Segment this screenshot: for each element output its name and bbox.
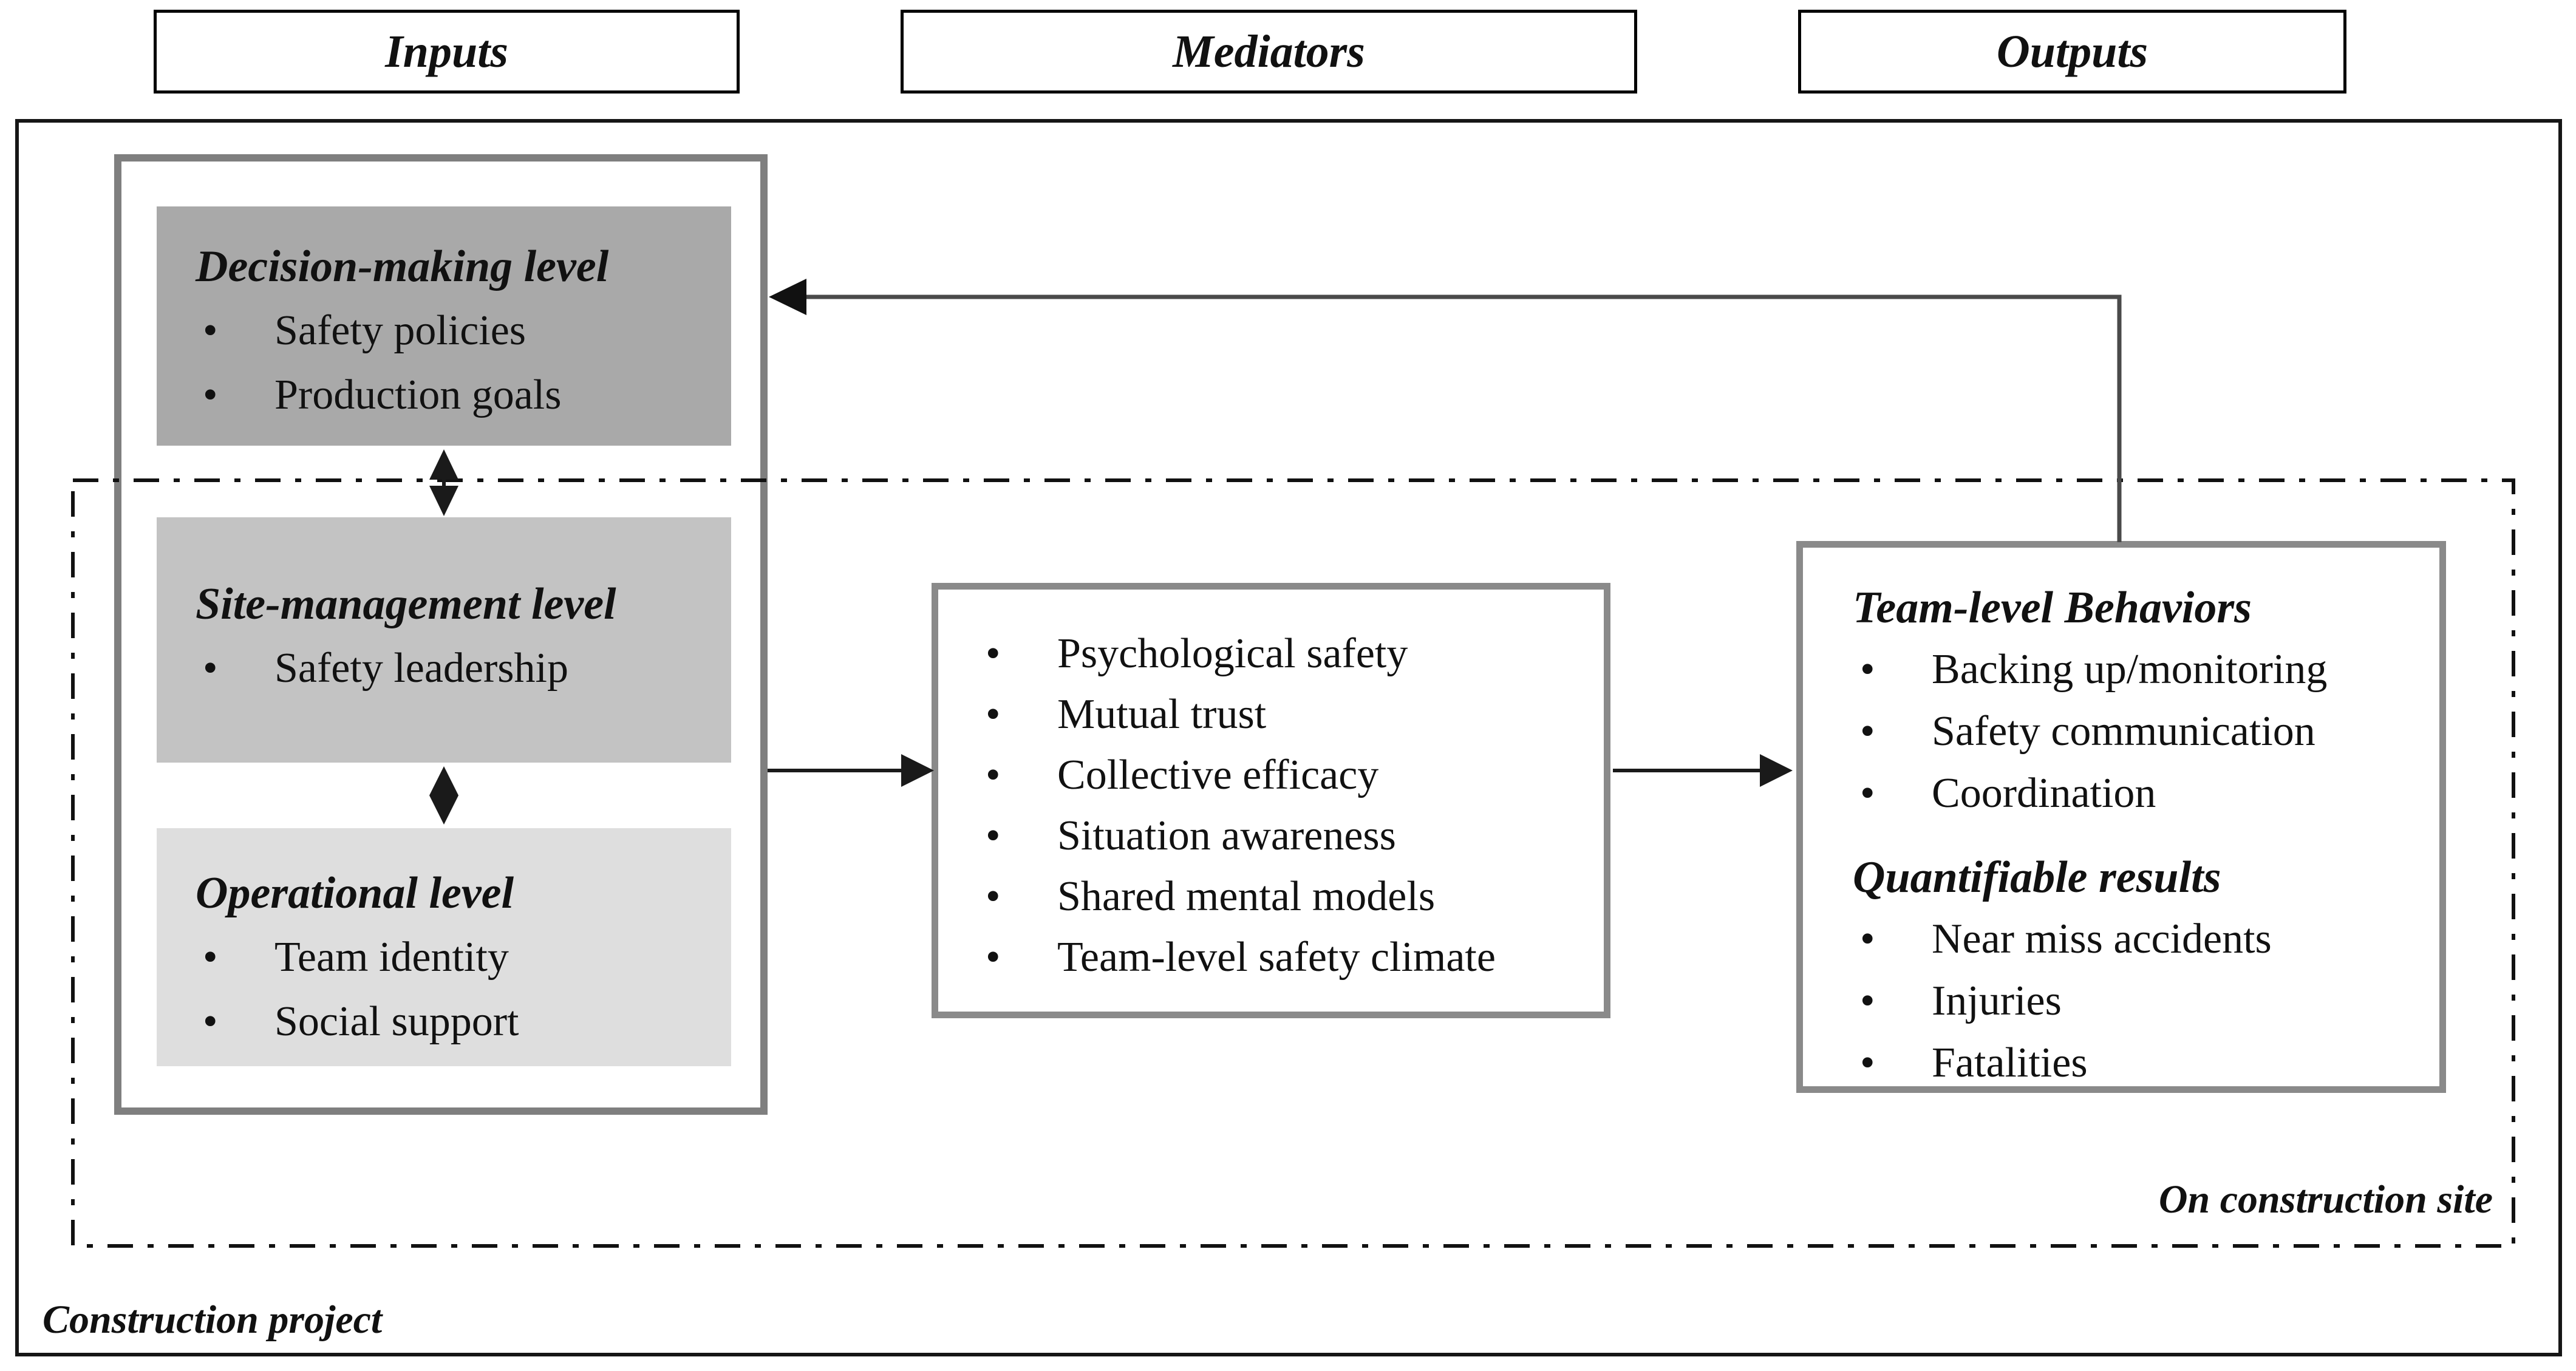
column-label-inputs-text: Inputs <box>385 26 508 77</box>
construction-project-frame <box>15 119 2562 1356</box>
list-item-text: Team identity <box>274 934 509 981</box>
list-item-text: Situation awareness <box>1057 812 1396 859</box>
operational-level-box: Operational level Team identity Social s… <box>157 828 731 1066</box>
list-item-text: Safety policies <box>274 307 526 354</box>
list-item: Safety communication <box>1853 701 2433 763</box>
list-item: Social support <box>196 990 719 1054</box>
list-item: Fatalities <box>1853 1032 2433 1094</box>
on-construction-site-caption: On construction site <box>2158 1177 2493 1222</box>
decision-making-level-title: Decision-making level <box>196 242 609 291</box>
list-item: Situation awareness <box>978 806 1598 866</box>
list-item-text: Safety leadership <box>274 645 568 692</box>
list-item: Production goals <box>196 363 719 427</box>
list-item: Team identity <box>196 925 719 990</box>
section-gap <box>1853 825 2433 846</box>
list-item-text: Social support <box>274 998 519 1045</box>
column-label-inputs: Inputs <box>154 10 740 94</box>
list-item: Safety leadership <box>196 636 719 701</box>
list-item-text: Mutual trust <box>1057 691 1267 738</box>
mediators-box: Psychological safety Mutual trust Collec… <box>932 583 1610 1018</box>
column-label-outputs: Outputs <box>1798 10 2346 94</box>
site-management-level-title: Site-management level <box>196 579 616 629</box>
construction-project-caption: Construction project <box>43 1298 383 1342</box>
list-item: Safety policies <box>196 299 719 363</box>
column-label-mediators-text: Mediators <box>1173 26 1365 77</box>
list-item-text: Fatalities <box>1932 1039 2088 1086</box>
list-item-text: Production goals <box>274 372 562 418</box>
site-management-level-box: Site-management level Safety leadership <box>157 517 731 763</box>
list-item: Psychological safety <box>978 624 1598 684</box>
team-level-behaviors-title: Team-level Behaviors <box>1853 583 2252 633</box>
list-item-text: Psychological safety <box>1057 630 1408 677</box>
list-item: Backing up/monitoring <box>1853 639 2433 701</box>
list-item: Shared mental models <box>978 866 1598 927</box>
column-label-mediators: Mediators <box>901 10 1637 94</box>
list-item-text: Coordination <box>1932 770 2156 817</box>
list-item-text: Team-level safety climate <box>1057 934 1496 981</box>
list-item-text: Shared mental models <box>1057 873 1436 920</box>
list-item: Team-level safety climate <box>978 927 1598 988</box>
list-item: Injuries <box>1853 970 2433 1032</box>
list-item-text: Safety communication <box>1932 708 2315 755</box>
list-item-text: Collective efficacy <box>1057 752 1379 798</box>
list-item-text: Injuries <box>1932 978 2062 1024</box>
list-item: Near miss accidents <box>1853 908 2433 970</box>
list-item: Collective efficacy <box>978 745 1598 806</box>
list-item: Coordination <box>1853 763 2433 825</box>
list-item-text: Near miss accidents <box>1932 916 2272 962</box>
quantifiable-results-title: Quantifiable results <box>1853 852 2221 902</box>
list-item-text: Backing up/monitoring <box>1932 646 2328 693</box>
column-label-outputs-text: Outputs <box>1996 26 2148 77</box>
decision-making-level-box: Decision-making level Safety policies Pr… <box>157 206 731 446</box>
list-item: Mutual trust <box>978 684 1598 745</box>
operational-level-title: Operational level <box>196 868 514 918</box>
outputs-box: Team-level Behaviors Backing up/monitori… <box>1796 541 2446 1093</box>
